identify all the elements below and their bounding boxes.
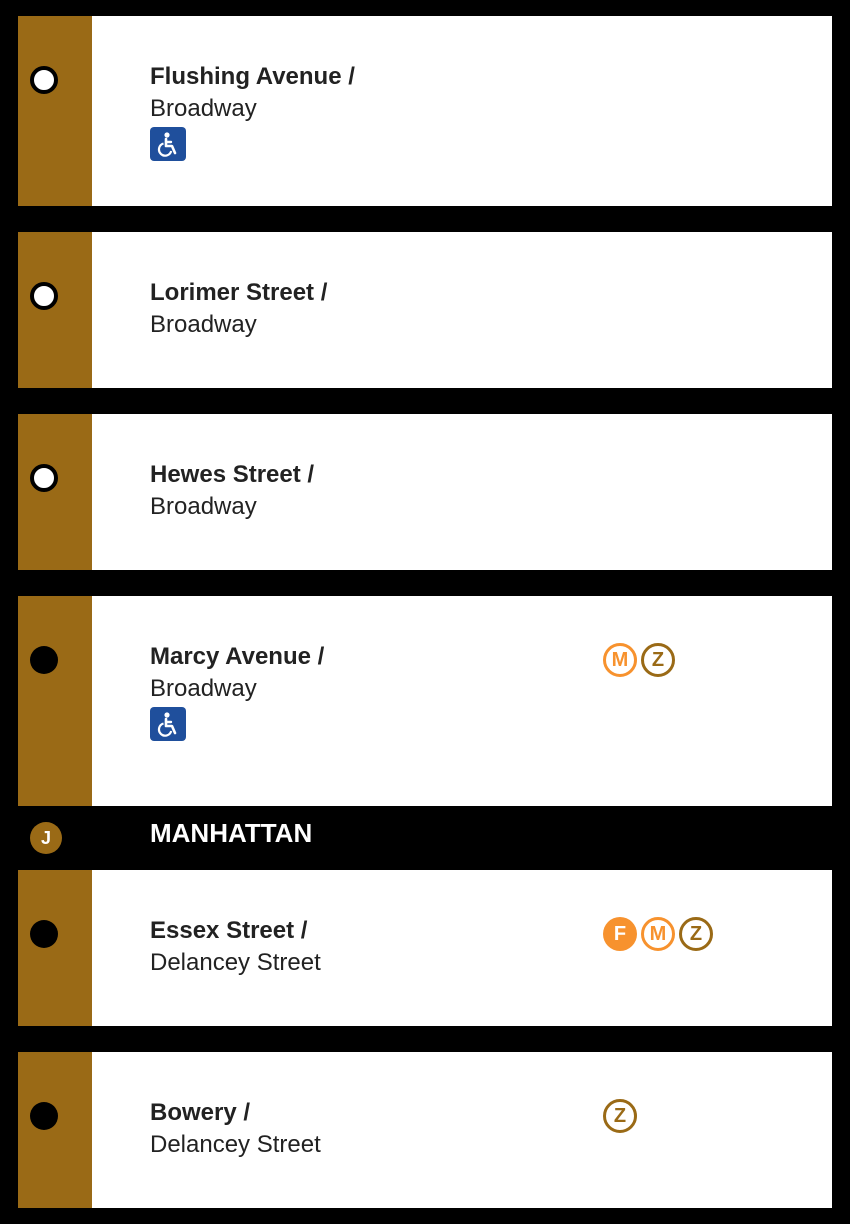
route-strip (18, 232, 92, 388)
station-card[interactable]: Essex Street / Delancey Street F M Z (18, 870, 832, 1026)
wheelchair-accessible-icon (150, 707, 186, 741)
route-bullet-z[interactable]: Z (603, 1099, 637, 1133)
transfer-routes: F M Z (603, 917, 713, 951)
express-stop-dot-icon (30, 920, 58, 948)
station-name: Hewes Street / Broadway (150, 459, 314, 523)
station-name: Flushing Avenue / Broadway (150, 61, 355, 161)
route-strip (18, 596, 92, 806)
station-name: Lorimer Street / Broadway (150, 277, 327, 341)
borough-divider: J MANHATTAN (18, 806, 832, 870)
local-stop-dot-icon (30, 464, 58, 492)
station-name-line2: Broadway (150, 675, 257, 702)
route-strip (18, 1052, 92, 1208)
station-card[interactable]: Bowery / Delancey Street Z (18, 1052, 832, 1208)
station-name-line1: Lorimer Street / (150, 279, 328, 306)
route-bullet-m[interactable]: M (641, 917, 675, 951)
route-strip (18, 16, 92, 206)
route-bullet-f[interactable]: F (603, 917, 637, 951)
station-name-line1: Essex Street / (150, 917, 308, 944)
station-card[interactable]: Hewes Street / Broadway (18, 414, 832, 570)
station-name: Bowery / Delancey Street (150, 1097, 321, 1161)
transfer-routes: Z (603, 1099, 637, 1133)
route-bullet-m[interactable]: M (603, 643, 637, 677)
station-name: Essex Street / Delancey Street (150, 915, 321, 979)
station-name-line2: Broadway (150, 493, 257, 520)
station-name-line1: Hewes Street / (150, 461, 315, 488)
route-bullet-z[interactable]: Z (679, 917, 713, 951)
local-stop-dot-icon (30, 66, 58, 94)
transfer-routes: M Z (603, 643, 675, 677)
station-name-line2: Broadway (150, 95, 257, 122)
station-name-line1: Bowery / (150, 1099, 251, 1126)
station-card[interactable]: Flushing Avenue / Broadway (18, 16, 832, 206)
route-strip (18, 414, 92, 570)
station-name-line2: Broadway (150, 311, 257, 338)
borough-name: MANHATTAN (150, 818, 313, 848)
route-strip (18, 870, 92, 1026)
station-name-line2: Delancey Street (150, 949, 321, 976)
station-name: Marcy Avenue / Broadway (150, 641, 324, 741)
station-card[interactable]: Lorimer Street / Broadway (18, 232, 832, 388)
express-stop-dot-icon (30, 646, 58, 674)
station-name-line2: Delancey Street (150, 1131, 321, 1158)
station-card[interactable]: Marcy Avenue / Broadway M Z (18, 596, 832, 806)
express-stop-dot-icon (30, 1102, 58, 1130)
station-name-line1: Marcy Avenue / (150, 643, 325, 670)
station-name-line1: Flushing Avenue / (150, 63, 355, 90)
wheelchair-accessible-icon (150, 127, 186, 161)
local-stop-dot-icon (30, 282, 58, 310)
route-bullet-z[interactable]: Z (641, 643, 675, 677)
route-bullet-j: J (30, 822, 62, 854)
